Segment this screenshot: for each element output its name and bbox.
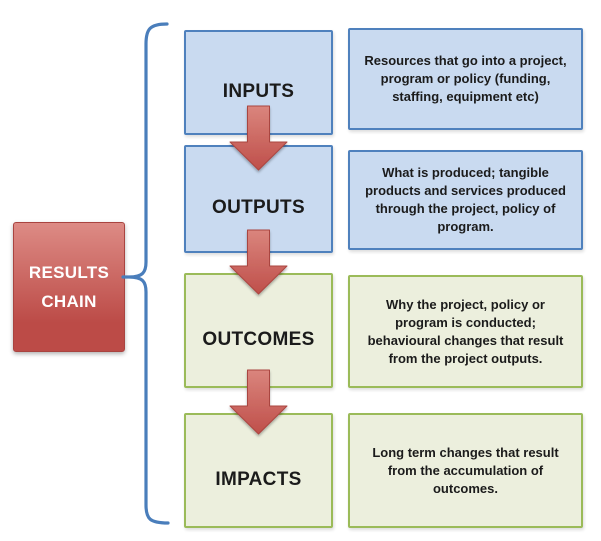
chain-box-outputs: OUTPUTS [184,145,333,253]
desc-box-inputs: Resources that go into a project, progra… [348,28,583,130]
desc-box-outcomes-text: Why the project, policy or program is co… [367,296,564,366]
results-chain-label: RESULTS CHAIN [28,263,110,311]
desc-box-outputs-text: What is produced; tangible products and … [365,165,566,234]
desc-box-impacts-text: Long term changes that result from the a… [372,444,559,496]
desc-box-inputs-text: Resources that go into a project, progra… [364,53,567,104]
results-chain-box: RESULTS CHAIN [13,222,125,352]
chain-box-outcomes: OUTCOMES [184,273,333,388]
chain-box-outcomes-label: OUTCOMES [202,328,315,350]
desc-box-outcomes: Why the project, policy or program is co… [348,275,583,388]
desc-box-outputs: What is produced; tangible products and … [348,150,583,250]
left-curly-brace-icon [121,22,170,525]
desc-box-impacts: Long term changes that result from the a… [348,413,583,528]
chain-box-inputs-label: INPUTS [222,80,295,102]
chain-box-impacts-label: IMPACTS [215,468,302,490]
chain-box-inputs: INPUTS [184,30,333,135]
chain-box-outputs-label: OUTPUTS [212,197,305,218]
chain-box-impacts: IMPACTS [184,413,333,528]
